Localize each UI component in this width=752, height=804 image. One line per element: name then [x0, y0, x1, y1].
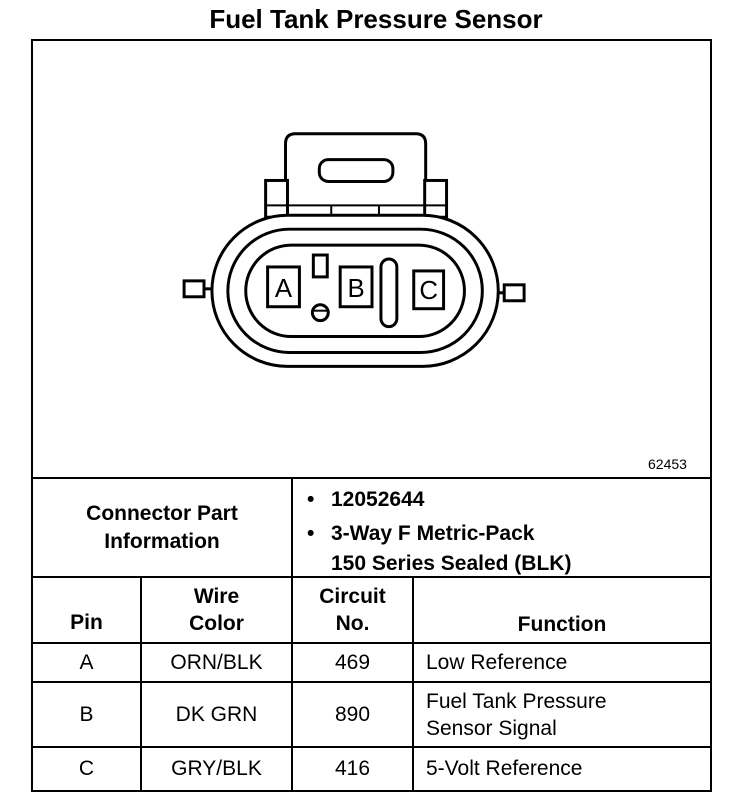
- rule-col-pin: [140, 576, 142, 792]
- pin-b-cavity: [338, 265, 374, 309]
- table-row-a-circuit: 469: [334, 650, 371, 674]
- header-wire-line2: Color: [189, 612, 244, 635]
- part-info-label-line2: Information: [104, 529, 220, 553]
- header-circuit-line1: Circuit: [319, 585, 386, 608]
- table-row-b-function-line2: Sensor Signal: [426, 716, 557, 740]
- page-title: Fuel Tank Pressure Sensor: [209, 4, 543, 34]
- header-circuit-no: Circuit No.: [293, 578, 412, 642]
- table-row-c-wire: GRY/BLK: [171, 757, 262, 780]
- pin-b-label: B: [347, 275, 364, 303]
- header-wire-color: Wire Color: [142, 578, 291, 642]
- part-description-line1: 3-Way F Metric-Pack: [331, 522, 535, 545]
- bullet-icon: •: [307, 488, 315, 511]
- latch-right-ear: [423, 178, 449, 219]
- latch-left-ear: [264, 178, 289, 219]
- rule-partinfo-divider: [291, 477, 293, 578]
- header-function: Function: [517, 613, 607, 636]
- left-tab: [182, 279, 206, 299]
- part-info-values: • 12052644 • 3-Way F Metric-Pack 150 Ser…: [307, 485, 571, 579]
- connector-diagram: A B C: [182, 132, 526, 368]
- rule-col-wire: [291, 576, 293, 792]
- pin-c-label: C: [419, 277, 438, 305]
- key-slot: [311, 253, 329, 279]
- part-info-label-line1: Connector Part: [86, 501, 238, 525]
- bullet-icon: •: [307, 522, 315, 545]
- diagram-code: 62453: [648, 456, 687, 472]
- rule-row-b-bottom: [33, 746, 710, 748]
- table-row-a-wire: ORN/BLK: [170, 650, 263, 674]
- part-info-label: Connector Part Information: [33, 479, 291, 576]
- part-description-item: • 3-Way F Metric-Pack 150 Series Sealed …: [307, 519, 571, 579]
- table-row-a-function: Low Reference: [426, 650, 568, 674]
- table-row-b-circuit: 890: [334, 702, 371, 726]
- table-row-c-circuit: 416: [334, 757, 371, 780]
- table-row-b-function-line1: Fuel Tank Pressure: [426, 689, 607, 713]
- rule-diagram-bottom: [33, 477, 710, 479]
- rule-header-bottom: [33, 642, 710, 644]
- header-circuit-line2: No.: [335, 612, 370, 635]
- part-number-item: • 12052644: [307, 485, 571, 515]
- table-row-c-pin: C: [78, 757, 95, 780]
- part-description-line2: 150 Series Sealed (BLK): [331, 552, 572, 575]
- right-tab: [502, 283, 526, 303]
- polarizing-rib: [379, 257, 399, 329]
- header-wire-line1: Wire: [193, 585, 240, 608]
- table-row-b-pin: B: [79, 702, 94, 726]
- rule-col-circuit: [412, 576, 414, 792]
- rule-row-a-bottom: [33, 681, 710, 683]
- table-row-b-function: Fuel Tank Pressure Sensor Signal: [414, 683, 710, 746]
- table-row-b-wire: DK GRN: [175, 702, 258, 726]
- part-number: 12052644: [331, 488, 425, 511]
- diagram-frame: A B C 62453 Connector Part Information •…: [31, 39, 712, 792]
- rule-partinfo-bottom: [33, 576, 710, 578]
- pin-a-label: A: [275, 275, 293, 303]
- table-row-a-pin: A: [79, 650, 94, 674]
- pin-a-cavity: [266, 265, 301, 309]
- latch-slot: [317, 158, 395, 183]
- pin-c-cavity: [412, 269, 446, 311]
- key-hole: [310, 303, 330, 323]
- header-pin: Pin: [70, 611, 103, 634]
- table-row-c-function: 5-Volt Reference: [426, 757, 583, 780]
